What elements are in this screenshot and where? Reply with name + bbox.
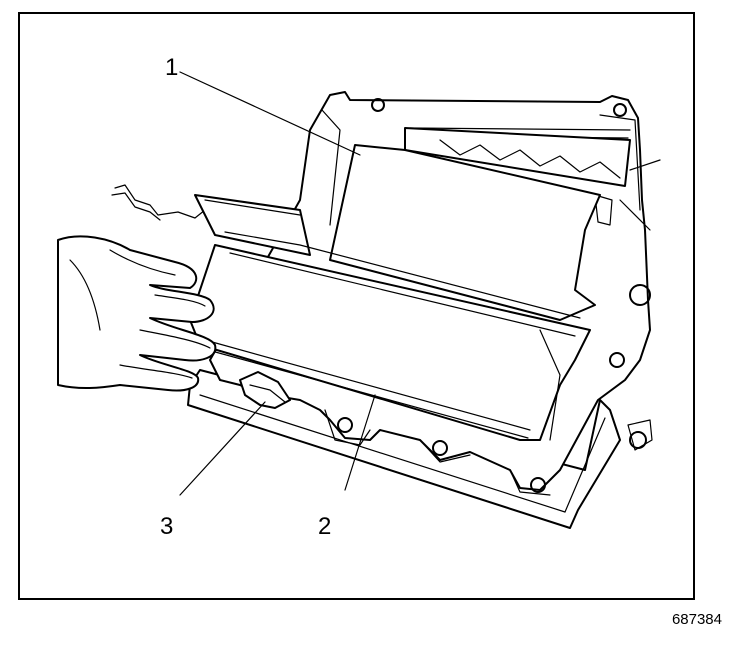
callout-1: 1 — [165, 54, 179, 81]
leader-line-3 — [179, 401, 266, 496]
wire-harness — [111, 184, 206, 221]
filter-upper-element — [329, 144, 601, 321]
leader-line-1 — [179, 71, 361, 156]
figure-number: 687384 — [671, 611, 722, 628]
callout-2: 2 — [318, 513, 332, 540]
filter-lower-element — [189, 231, 591, 441]
leader-lines — [179, 71, 376, 496]
retaining-clip — [239, 371, 291, 409]
technician-hand — [57, 235, 217, 392]
callout-3: 3 — [160, 513, 174, 540]
leader-line-2 — [344, 394, 376, 491]
access-door — [194, 194, 311, 256]
